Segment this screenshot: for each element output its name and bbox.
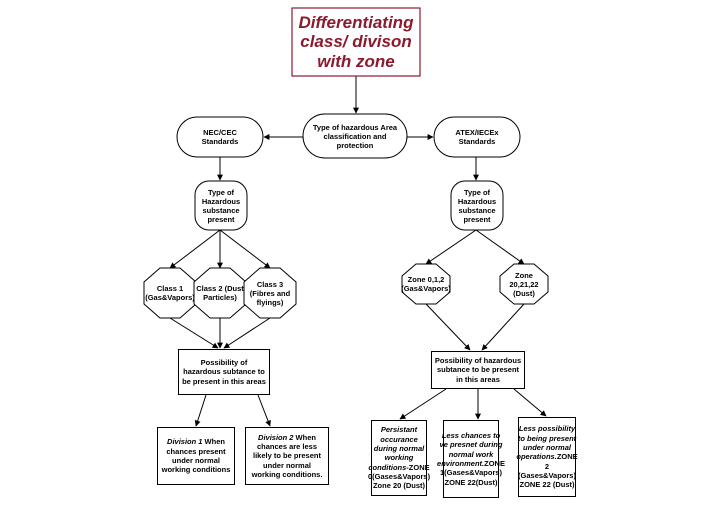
zone2-italic: Less possibility to being present under … (516, 424, 577, 462)
class2-octagon (193, 267, 247, 319)
right-substance-node (450, 180, 504, 231)
zone1-italic: Less chances to ve presnet during normal… (437, 430, 503, 468)
left-possibility-box: Possibility of hazardous subtance to be … (178, 349, 270, 395)
zone012-label: Zone 0,1,2 (Gas&Vapors) (401, 275, 451, 293)
zone1-text: ZONE 1(Gases&Vapors) ZONE 22(Dust) (439, 459, 505, 487)
connector-zone2022-possibility (481, 303, 525, 351)
division2-text: When chances are less likely to be prese… (251, 432, 323, 480)
zone2022-label: Zone 20,21,22 (Dust) (509, 270, 539, 298)
connector-class1-possibility (169, 317, 219, 349)
atex-label: ATEX/IECEx Standards (455, 128, 499, 146)
connector-class3-possibility (223, 317, 271, 349)
nec-node (176, 116, 264, 158)
connector-substance-class1 (169, 229, 221, 269)
connector-possibility-zone0 (399, 388, 447, 420)
zone2-box: Less possibility to being present under … (516, 417, 578, 497)
class3-octagon (243, 267, 297, 319)
connector-possibility-div1 (194, 394, 207, 427)
zone012-octagon (401, 263, 451, 305)
division2-italic: Division 2 (258, 432, 294, 442)
right-possibility-box: Possibility of hazardous subtance to be … (431, 351, 525, 389)
connector-substance-zone2022 (475, 229, 525, 265)
zone0-text: -ZONE 0(Gases&Vapors) Zone 20 (Dust) (367, 462, 431, 491)
right-substance-label: Type of Hazardous substance present (457, 187, 497, 224)
connector-possibility-zone2 (513, 388, 547, 417)
division1-italic: Division 1 (167, 437, 203, 447)
connector-zone012-possibility (425, 303, 471, 351)
zone2022-octagon (499, 263, 549, 305)
left-substance-node (194, 180, 248, 231)
division2-box: Division 2 When chances are less likely … (245, 427, 329, 485)
zone1-box: Less chances to ve presnet during normal… (437, 420, 505, 498)
connector-possibility-div2 (257, 394, 271, 427)
root-label: Type of hazardous Area classification an… (312, 122, 398, 150)
class2-label: Class 2 (Dust Particles) (196, 284, 244, 302)
zone2-text: ZONE 2 (Gases&Vapors) ZONE 22 (Dust) (518, 452, 578, 490)
title-box (291, 7, 421, 77)
class1-label: Class 1 (Gas&Vapors) (145, 284, 195, 302)
zone0-italic: Persistant occurance during normal worki… (368, 425, 425, 472)
division1-text: When chances present under normal workin… (161, 437, 231, 475)
class3-label: Class 3 (Fibres and flyings) (249, 279, 291, 307)
root-node (302, 113, 408, 159)
left-substance-label: Type of Hazardous substance present (201, 187, 241, 224)
nec-label: NEC/CEC Standards (201, 128, 239, 146)
atex-node (433, 116, 521, 158)
connector-substance-zone012 (425, 229, 477, 265)
title-text: Differentiating class/ divison with zone (298, 12, 414, 71)
zone0-box: Persistant occurance during normal worki… (367, 420, 431, 496)
division1-box: Division 1 When chances present under no… (157, 427, 235, 485)
class1-octagon (143, 267, 197, 319)
connector-substance-class3 (219, 229, 271, 269)
